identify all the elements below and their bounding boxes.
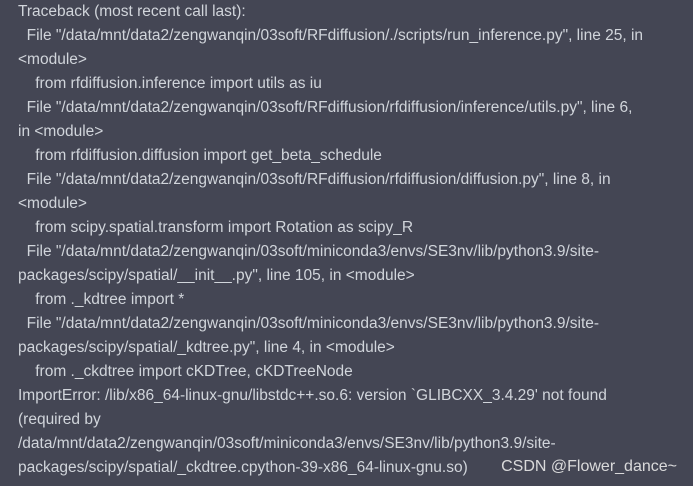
traceback-line: packages/scipy/spatial/_kdtree.py", line… (18, 339, 395, 356)
traceback-line: /data/mnt/data2/zengwanqin/03soft/minico… (18, 435, 556, 452)
traceback-line: File "/data/mnt/data2/zengwanqin/03soft/… (18, 99, 633, 116)
traceback-line: from ._kdtree import * (18, 291, 185, 308)
traceback-line: File "/data/mnt/data2/zengwanqin/03soft/… (18, 315, 600, 332)
traceback-line: File "/data/mnt/data2/zengwanqin/03soft/… (18, 171, 611, 188)
traceback-line: from rfdiffusion.inference import utils … (18, 75, 322, 92)
traceback-line: from scipy.spatial.transform import Rota… (18, 219, 414, 236)
traceback-line: in <module> (18, 123, 104, 140)
csdn-watermark: CSDN @Flower_dance~ (501, 458, 677, 475)
traceback-line: (required by (18, 411, 101, 428)
traceback-line: packages/scipy/spatial/_ckdtree.cpython-… (18, 459, 468, 476)
traceback-line: <module> (18, 195, 87, 212)
traceback-line: from ._ckdtree import cKDTree, cKDTreeNo… (18, 363, 353, 380)
traceback-line: from rfdiffusion.diffusion import get_be… (18, 147, 382, 164)
traceback-line: packages/scipy/spatial/__init__.py", lin… (18, 267, 415, 284)
traceback-line: File "/data/mnt/data2/zengwanqin/03soft/… (18, 27, 644, 44)
traceback-line: <module> (18, 51, 87, 68)
traceback-line: ImportError: /lib/x86_64-linux-gnu/libst… (18, 387, 607, 404)
traceback-line: Traceback (most recent call last): (18, 3, 246, 20)
traceback-line: File "/data/mnt/data2/zengwanqin/03soft/… (18, 243, 600, 260)
traceback-text: Traceback (most recent call last): File … (18, 0, 680, 480)
